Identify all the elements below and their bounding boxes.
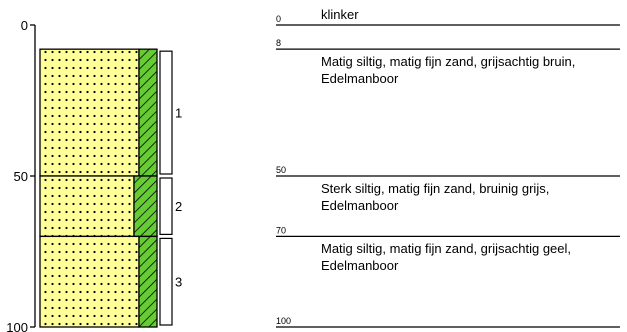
lithology-sand-layer [39, 48, 140, 177]
layer-boundary-depth-label: 50 [276, 165, 286, 175]
sample-markers: 1 2 3 [159, 50, 182, 326]
layer-boundary-depth-label: 100 [276, 316, 291, 326]
layer-description: Matig siltig, matig fijn zand, grijsacht… [321, 53, 575, 87]
sample-label: 2 [175, 199, 182, 214]
depth-axis-tick-label: 100 [6, 320, 28, 332]
layer-description-top: klinker [321, 6, 359, 23]
lithology-hatch-layer [138, 235, 158, 328]
layer-boundary-depth-label: 0 [276, 14, 281, 24]
layer-description-line: Edelmanboor [321, 198, 399, 213]
layer-boundary-depth-label: 8 [276, 38, 281, 48]
depth-axis-tick-label: 0 [21, 18, 28, 33]
depth-axis: 0 50 100 [6, 18, 36, 332]
lithology-hatch-layer [138, 48, 158, 177]
lithology-sand-layer [39, 175, 135, 238]
layer-boundary-depth-label: 70 [276, 225, 286, 235]
layer-description-line: Sterk siltig, matig fijn zand, bruinig g… [321, 181, 550, 196]
layer-description-line: Matig siltig, matig fijn zand, grijsacht… [321, 54, 576, 70]
sample-bracket [159, 237, 173, 326]
layer-description-line: Edelmanboor [321, 71, 399, 87]
layer-boundaries: 0 8 50 70 100 [276, 14, 620, 328]
lithology-hatch-layer [133, 175, 158, 238]
sample-bracket [159, 50, 173, 175]
lithology-sand-layer [39, 235, 140, 328]
layer-description: Matig siltig, matig fijn zand, grijsacht… [321, 240, 571, 274]
layer-description: Sterk siltig, matig fijn zand, bruinig g… [321, 180, 549, 214]
sample-label: 3 [175, 275, 182, 290]
layer-description-line: Matig siltig, matig fijn zand, grijsacht… [321, 241, 572, 257]
layer-description-text: klinker [321, 7, 359, 22]
sample-bracket [159, 177, 173, 236]
lithology-column [39, 48, 158, 328]
layer-description-line: Edelmanboor [321, 258, 399, 274]
depth-axis-tick-label: 50 [14, 169, 28, 184]
sample-label: 1 [175, 106, 182, 121]
